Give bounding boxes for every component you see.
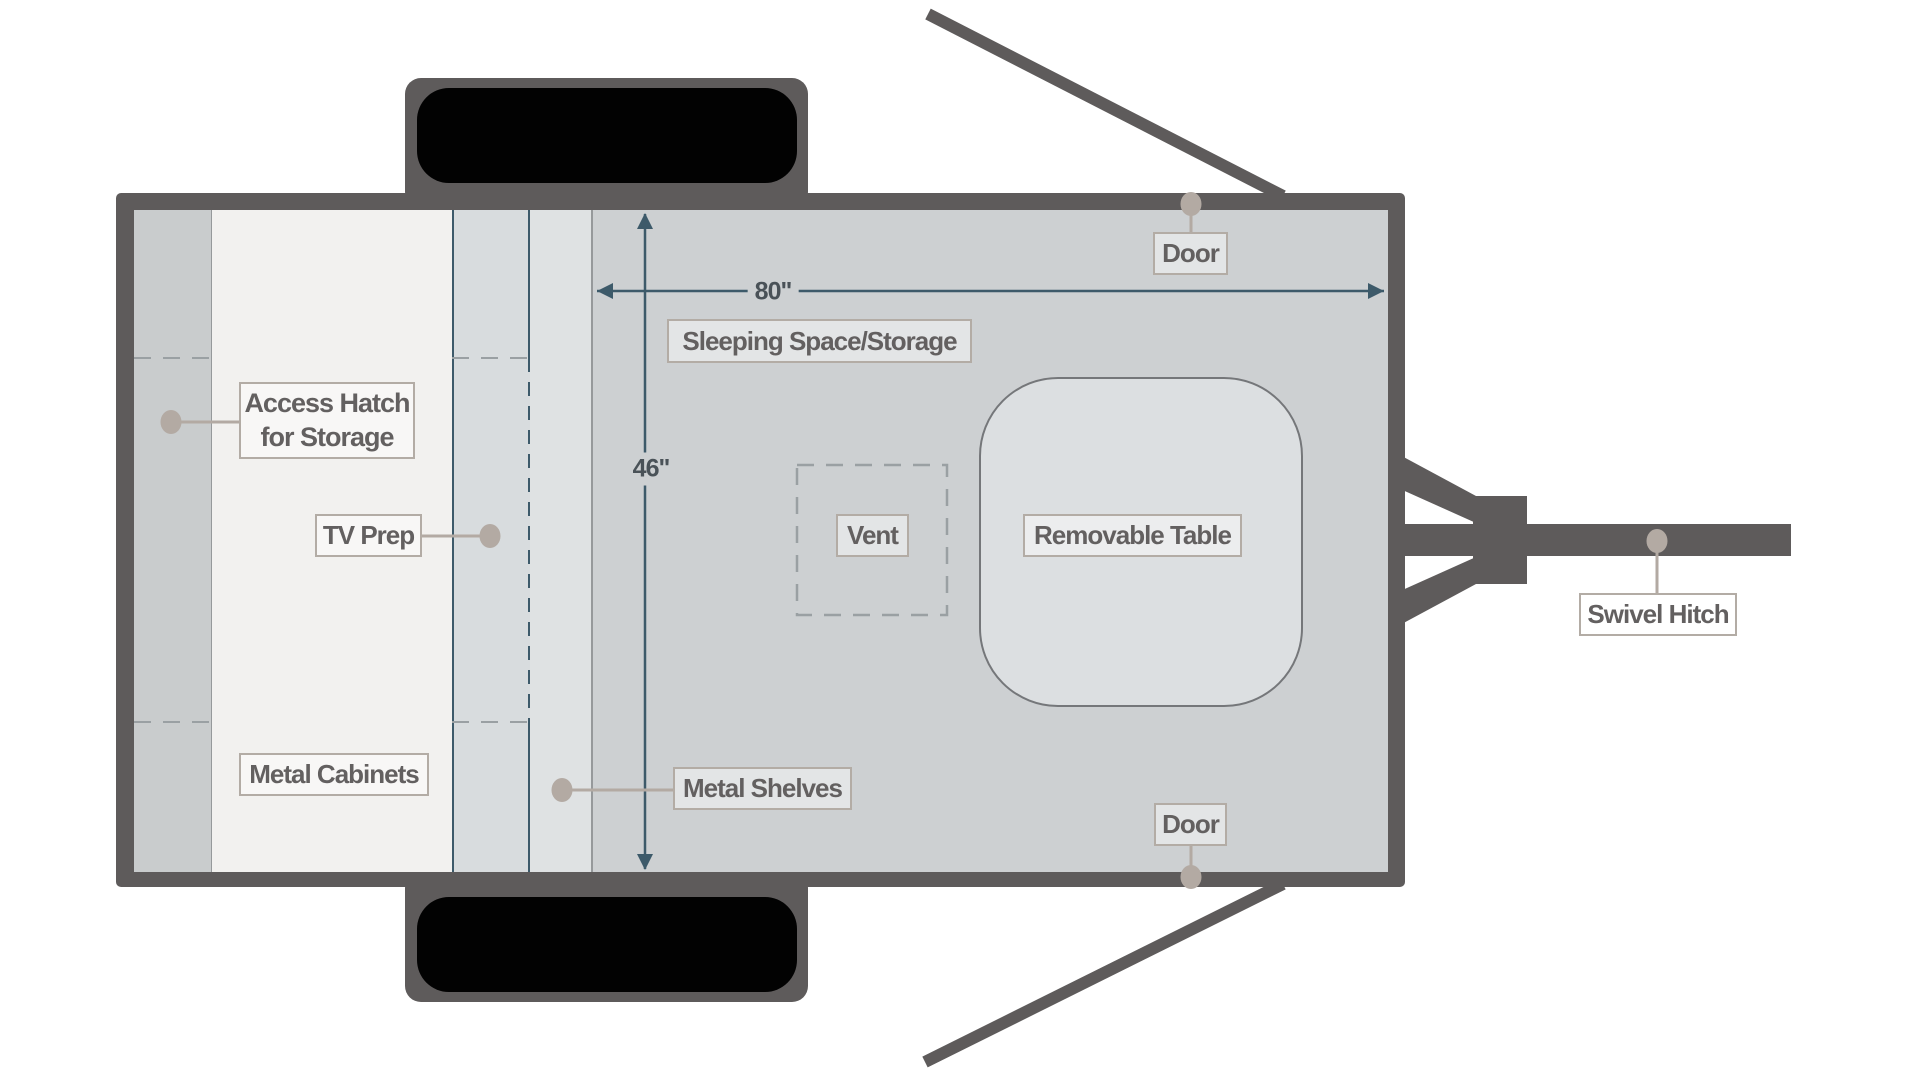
hitch-lower-arm — [1398, 557, 1476, 626]
tv-prep-dot — [479, 524, 501, 548]
access-hatch-dot — [160, 410, 182, 434]
height-dimension-value: 46" — [632, 454, 671, 483]
hitch-upper-arm — [1398, 454, 1476, 523]
metal-cabinets-label: Metal Cabinets — [239, 753, 429, 796]
door-swing-line-bottom — [922, 878, 1286, 1068]
door-bottom-label-text: Door — [1162, 809, 1220, 840]
height-arrow-bottom — [637, 854, 653, 870]
access-hatch-label-line1: Access Hatch — [244, 387, 410, 418]
door-top-dot — [1180, 192, 1202, 216]
height-dimension — [637, 213, 653, 870]
access-hatch-label-line2: for Storage — [260, 421, 394, 452]
height-dimension-text: 46" — [625, 452, 677, 486]
vent-label: Vent — [836, 514, 909, 557]
width-dimension-text: 80" — [747, 275, 799, 309]
rear-storage-strip — [134, 210, 212, 872]
metal-cabinets-label-text: Metal Cabinets — [249, 759, 419, 790]
metal-shelves-label-text: Metal Shelves — [683, 773, 843, 804]
swivel-hitch-label-text: Swivel Hitch — [1587, 599, 1729, 630]
swivel-hitch-dot — [1646, 529, 1668, 553]
hitch-coupler-block — [1473, 496, 1527, 584]
door-swing-line-top — [925, 8, 1286, 202]
removable-table-shape — [979, 377, 1303, 707]
sleeping-space-label-text: Sleeping Space/Storage — [682, 325, 957, 356]
metal-shelves-label: Metal Shelves — [673, 767, 852, 810]
door-bottom-label: Door — [1154, 803, 1227, 846]
metal-shelves-dot — [551, 778, 573, 802]
sleeping-space-label: Sleeping Space/Storage — [667, 319, 972, 363]
height-arrow-top — [637, 213, 653, 229]
swivel-hitch-label: Swivel Hitch — [1579, 593, 1737, 636]
width-dimension-value: 80" — [754, 277, 793, 306]
shelves-strip — [530, 210, 592, 872]
tire-bottom — [417, 897, 797, 992]
hitch-center-bar — [1395, 524, 1475, 556]
tire-top — [417, 88, 797, 183]
removable-table-label: Removable Table — [1023, 514, 1242, 557]
access-hatch-label: Access Hatch for Storage — [239, 382, 415, 459]
width-dimension — [597, 283, 1384, 299]
removable-table-label-text: Removable Table — [1034, 520, 1232, 551]
cabinets-area — [212, 210, 452, 872]
tv-prep-label: TV Prep — [315, 514, 422, 557]
door-top-label: Door — [1153, 232, 1228, 275]
door-bottom-dot — [1180, 865, 1202, 889]
vent-outline — [795, 463, 949, 617]
door-top-label-text: Door — [1162, 238, 1220, 269]
vent-label-text: Vent — [847, 520, 899, 551]
width-arrow-left — [597, 283, 613, 299]
tv-prep-label-text: TV Prep — [322, 520, 415, 551]
width-arrow-right — [1368, 283, 1384, 299]
